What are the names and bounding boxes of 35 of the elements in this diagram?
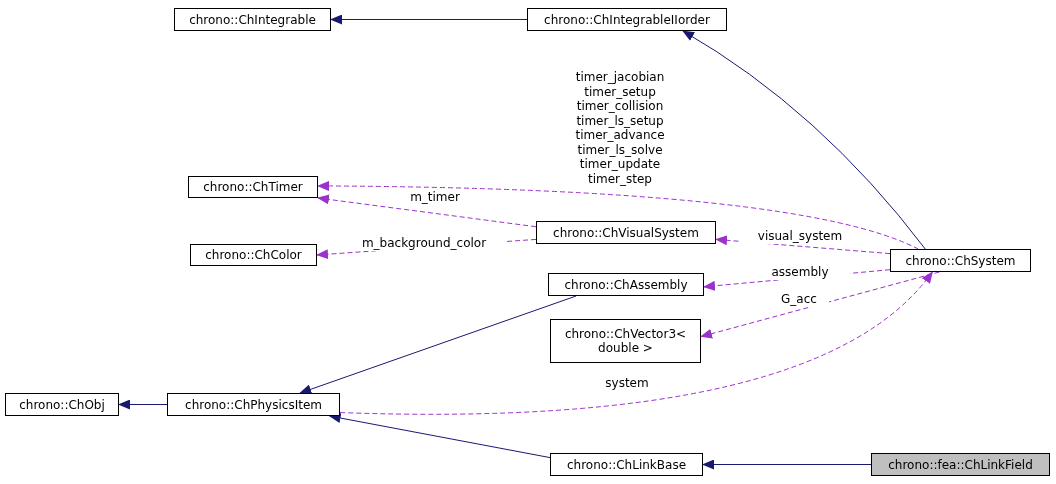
class-name: chrono::ChAssembly: [564, 277, 688, 292]
class-name: chrono::ChObj: [19, 397, 105, 412]
class-box: [167, 393, 340, 416]
class-name: chrono::ChIntegrableIIorder: [544, 12, 710, 27]
dashed-arrow: [339, 271, 933, 415]
dashed-arrow: [317, 194, 537, 228]
arrow: [299, 295, 577, 395]
dashed-arrow: [700, 271, 940, 339]
class-name: chrono::ChIntegrable: [189, 12, 316, 27]
class-box: [190, 244, 317, 266]
class-box: [174, 8, 331, 31]
arrow: [682, 30, 926, 250]
arrow: [330, 14, 528, 25]
class-name: chrono::ChColor: [205, 248, 302, 262]
class-box: [527, 8, 727, 31]
arrow: [702, 459, 872, 470]
class-name: chrono::fea::ChLinkField: [888, 457, 1033, 472]
class-name: chrono::ChVisualSystem: [553, 225, 699, 240]
dashed-arrow: [715, 235, 891, 255]
class-name: chrono::ChLinkBase: [567, 457, 686, 472]
dashed-arrow: [317, 181, 919, 250]
class-name: chrono::ChTimer: [203, 180, 303, 194]
class-box: [188, 176, 318, 198]
class-box: [550, 319, 701, 363]
class-box: [536, 221, 716, 244]
arrow: [118, 399, 168, 410]
class-box: [550, 453, 703, 476]
class-name: chrono::ChSystem: [905, 253, 1016, 268]
class-box: [5, 393, 119, 416]
class-box: [871, 453, 1050, 476]
arrow: [328, 413, 551, 459]
class-box: [548, 273, 704, 296]
class-name: chrono::ChVector3< double >: [563, 327, 688, 355]
class-name: chrono::ChPhysicsItem: [185, 397, 322, 412]
class-box: [890, 249, 1031, 272]
